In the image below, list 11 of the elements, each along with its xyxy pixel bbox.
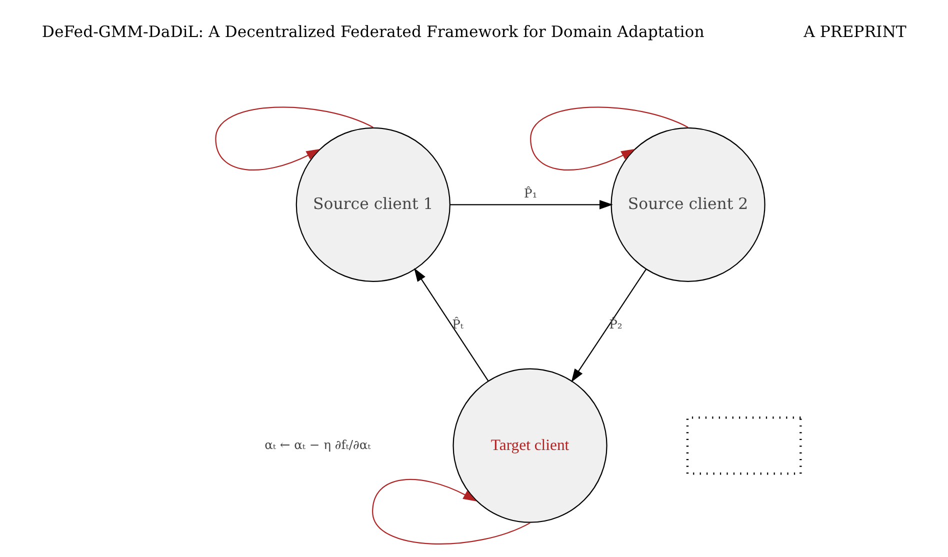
edge-label: P̂ₜ <box>452 317 464 332</box>
arrow <box>571 268 647 382</box>
node-circle: Source client 2 <box>610 127 766 282</box>
edge-label: P̂₁ <box>524 186 538 201</box>
node-box <box>686 416 802 475</box>
arrow <box>450 200 613 210</box>
label: A PREPRINT <box>804 22 906 41</box>
arrow <box>414 268 489 382</box>
edge-label: αₜ ← αₜ − η ∂fₜ/∂αₜ <box>264 438 371 452</box>
edge-label: P̂₂ <box>609 317 622 332</box>
label: DeFed-GMM-DaDiL: A Decentralized Federated Framework for Domain Adaptation <box>42 22 704 41</box>
